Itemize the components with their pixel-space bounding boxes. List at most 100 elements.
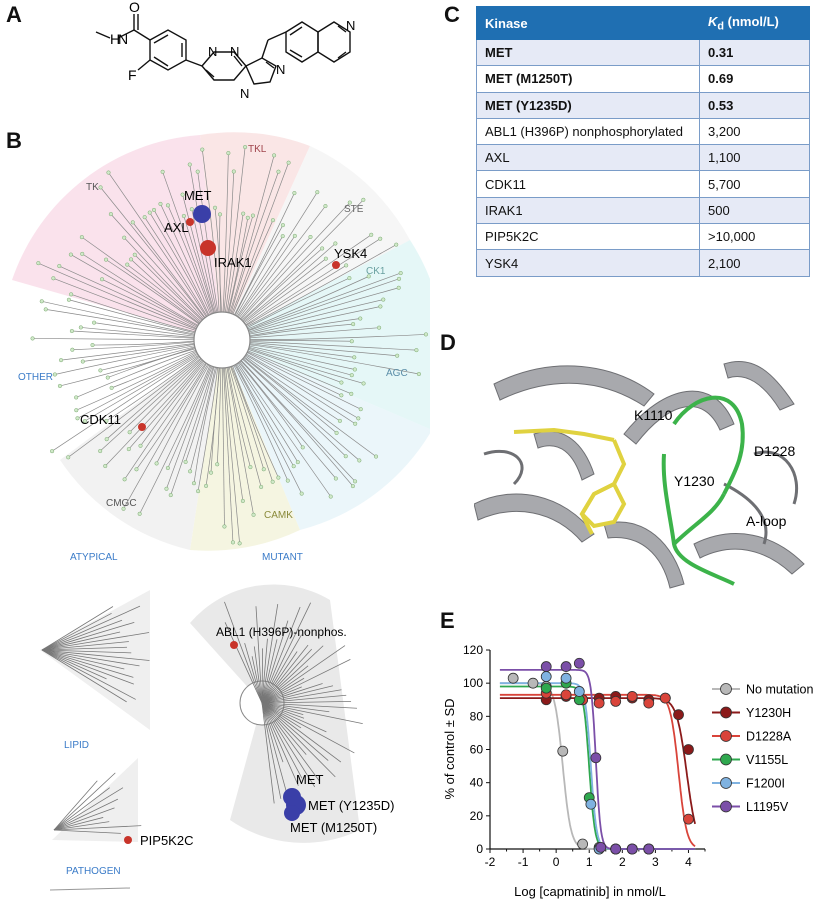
panel-letter-b: B	[6, 128, 22, 153]
data-point	[573, 657, 585, 669]
data-point	[507, 672, 519, 684]
table-cell-kd: 2,100	[699, 249, 810, 277]
legend-label: F1200I	[746, 777, 785, 791]
legend-label: D1228A	[746, 730, 792, 744]
data-point	[643, 843, 655, 855]
hit-irak1	[200, 240, 216, 256]
group-label-tkl: TKL	[248, 144, 267, 155]
hit-label-ysk4: YSK4	[334, 246, 367, 261]
table-cell-kd: 0.69	[699, 65, 810, 93]
table-cell-kd: 0.31	[699, 39, 810, 67]
wedge-ck1-agc	[222, 240, 430, 430]
atom-n-4: N	[276, 62, 285, 77]
table-cell-kinase: MET	[476, 39, 700, 67]
kinome-tree: TK TKL STE CK1 AGC CAMK CMGC OTHER ATYPI…	[12, 132, 430, 891]
data-point	[593, 697, 605, 709]
data-point	[560, 689, 572, 701]
hit-cdk11	[138, 423, 146, 431]
x-tick-label: -2	[485, 855, 496, 869]
hit-label-pip5k2c: PIP5K2C	[140, 833, 193, 848]
data-point	[557, 745, 569, 757]
table-header-row: Kinase Kd (nmol/L)	[476, 6, 810, 40]
table-cell-kd: 500	[699, 197, 810, 225]
fit-curve-l1195v	[499, 669, 696, 850]
residue-label-k1110: K1110	[634, 407, 673, 423]
table-cell-kd: 0.53	[699, 92, 810, 119]
x-tick-label: 2	[619, 855, 626, 869]
hit-label-axl: AXL	[164, 220, 189, 235]
hit-label-abl1: ABL1 (H396P)-nonphos.	[216, 625, 347, 639]
group-label-atypical: ATYPICAL	[70, 552, 118, 563]
hit-ysk4	[332, 261, 340, 269]
legend-marker	[720, 706, 732, 719]
y-tick-label: 60	[470, 743, 484, 757]
group-label-pathogen: PATHOGEN	[66, 866, 121, 877]
data-point	[626, 691, 638, 702]
data-point	[683, 813, 694, 825]
hit-abl1	[230, 641, 238, 649]
data-point	[610, 696, 622, 707]
atom-n-amide: N	[118, 31, 128, 47]
group-label-lipid: LIPID	[64, 740, 89, 751]
group-label-ste: STE	[344, 204, 364, 215]
hit-label-met-y1235d: MET (Y1235D)	[308, 798, 394, 813]
legend-label: V1155L	[746, 753, 788, 767]
y-tick-label: 0	[476, 842, 483, 856]
data-point	[610, 843, 622, 855]
residue-label-d1228: D1228	[754, 443, 795, 459]
legend-marker	[720, 800, 732, 813]
table-cell-kinase: ABL1 (H396P) nonphosphorylated	[476, 118, 700, 146]
table-row: PIP5K2C>10,000	[476, 223, 810, 251]
fit-curve-v1155l	[499, 685, 696, 850]
legend-label: Y1230H	[746, 706, 791, 720]
data-point	[560, 661, 572, 672]
atom-n-3: N	[240, 86, 249, 101]
hit-label-met-mutant: MET	[296, 772, 324, 787]
data-point	[577, 838, 589, 850]
kd-unit: (nmol/L)	[724, 13, 779, 29]
panel-letter-a: A	[6, 2, 22, 27]
group-label-tk: TK	[86, 182, 99, 193]
table-cell-kinase: MET (M1250T)	[476, 65, 700, 93]
panel-letter-e: E	[440, 608, 455, 633]
data-point	[590, 752, 602, 764]
table-cell-kinase: YSK4	[476, 249, 700, 277]
legend-marker	[720, 753, 732, 766]
table-header-kinase: Kinase	[476, 6, 700, 40]
legend-label: No mutation	[746, 683, 813, 697]
wedge-lipid	[40, 590, 150, 730]
hit-met-m1250t	[284, 805, 300, 821]
x-tick-label: 3	[652, 855, 659, 869]
data-point	[595, 841, 607, 853]
group-label-agc: AGC	[386, 368, 408, 379]
atom-n-2: N	[230, 44, 239, 59]
table-row: MET (M1250T)0.69	[476, 65, 810, 93]
table-cell-kd: 3,200	[699, 118, 810, 146]
y-tick-label: 20	[470, 809, 484, 823]
data-point	[527, 677, 539, 689]
data-point	[573, 686, 585, 697]
hit-label-cdk11: CDK11	[80, 412, 121, 427]
panel-letter-c: C	[444, 2, 460, 27]
data-point	[540, 682, 552, 694]
x-axis-label: Log [capmatinib] in nmol/L	[514, 884, 666, 899]
data-point	[540, 661, 552, 672]
y-axis-label: % of control ± SD	[442, 698, 457, 799]
fit-curve-d1228a	[499, 693, 696, 848]
data-point	[585, 798, 597, 810]
hit-axl	[186, 218, 194, 226]
x-tick-label: 1	[586, 855, 593, 869]
table-header-kd: Kd (nmol/L)	[699, 6, 810, 40]
group-label-ck1: CK1	[366, 266, 386, 277]
y-tick-label: 40	[470, 776, 484, 790]
x-tick-label: 0	[553, 855, 560, 869]
data-point	[683, 744, 694, 755]
atom-h: H	[110, 31, 120, 47]
y-tick-label: 100	[463, 676, 483, 690]
legend-marker	[720, 777, 732, 789]
hit-label-met-m1250t: MET (M1250T)	[290, 820, 377, 835]
hit-met	[193, 205, 211, 223]
